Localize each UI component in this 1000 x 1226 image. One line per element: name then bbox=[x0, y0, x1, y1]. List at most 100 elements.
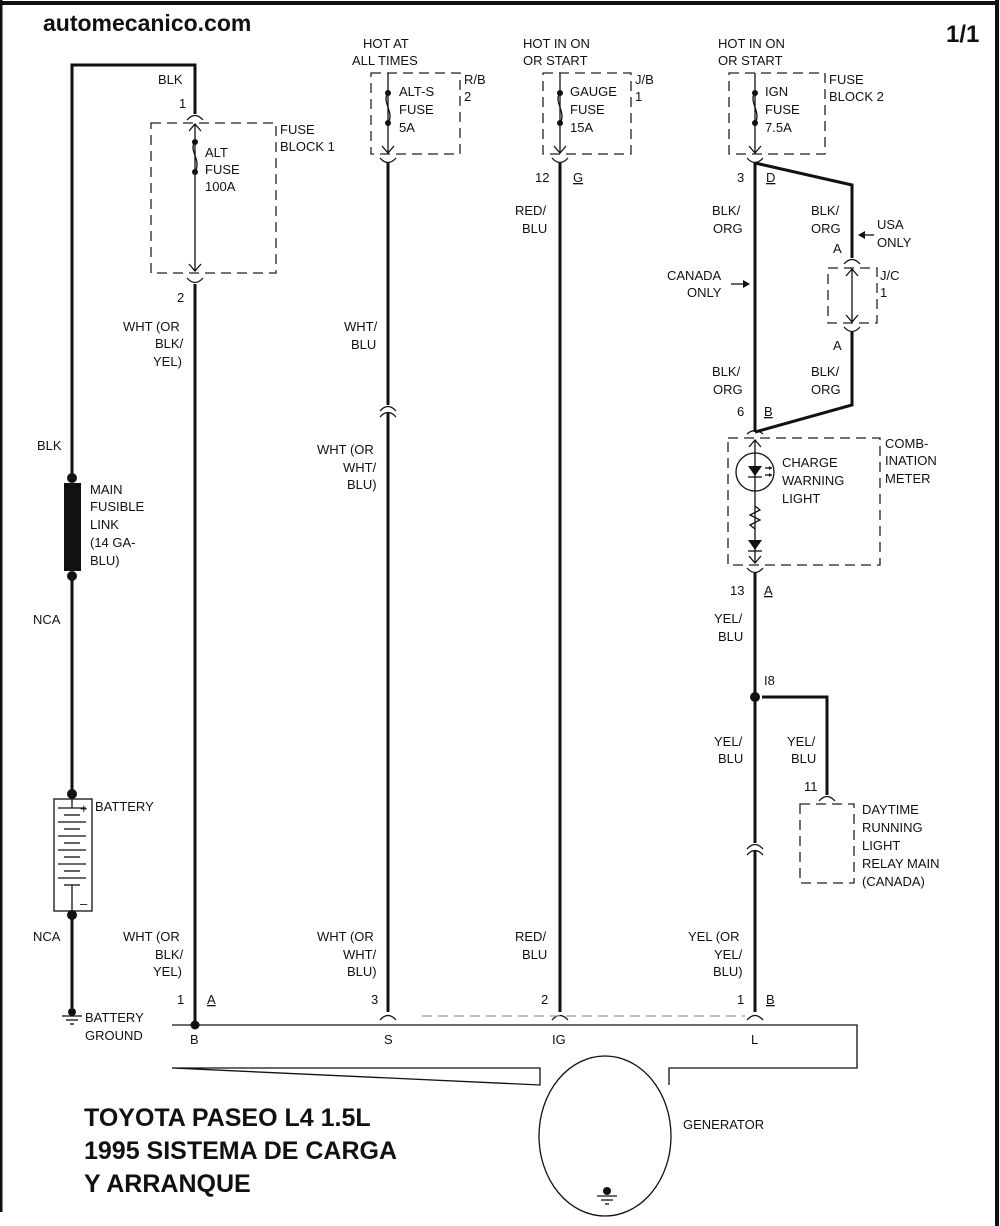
wire-color-l: ORG bbox=[713, 221, 743, 236]
blk-wire-top bbox=[70, 63, 197, 477]
fuse-block-1-pin-in: 1 bbox=[179, 96, 186, 111]
generator-terminal-block bbox=[171, 1024, 858, 1086]
jc-pin-top: A bbox=[833, 241, 842, 256]
fb2-pin-number: 3 bbox=[737, 170, 744, 185]
gen-pin-ig-number: 2 bbox=[541, 992, 548, 1007]
usa-only-label: USA bbox=[877, 217, 904, 232]
gen-pin-b-connector: A bbox=[207, 992, 216, 1007]
wire-color-l: ORG bbox=[713, 382, 743, 397]
alt-s-fuse-label: ALT-S bbox=[399, 84, 434, 99]
meter-pin-out: 13 bbox=[730, 583, 744, 598]
fusible-link-terminal bbox=[67, 473, 77, 483]
power-source-label: HOT IN ON bbox=[523, 36, 590, 51]
arrow-icon bbox=[188, 263, 202, 272]
power-source-label: ALL TIMES bbox=[352, 53, 418, 68]
diagram-title-line2: 1995 SISTEMA DE CARGA bbox=[84, 1137, 397, 1165]
wire-color-ig: RED/ bbox=[515, 929, 546, 944]
connector-cap bbox=[843, 258, 861, 265]
fuse-terminal-dot bbox=[752, 90, 758, 96]
connector-cap bbox=[746, 429, 764, 435]
fusible-link-label: MAIN bbox=[90, 482, 123, 497]
usa-only-label: ONLY bbox=[877, 235, 912, 250]
gen-pin-b-number: 1 bbox=[177, 992, 184, 1007]
wire-color-s: WHT (OR bbox=[317, 929, 374, 944]
connector-cap bbox=[379, 1014, 397, 1021]
wire-color-blk-top: BLK bbox=[158, 72, 183, 87]
relay-block-2-outline bbox=[370, 72, 461, 155]
drl-relay-name: RELAY MAIN bbox=[862, 856, 940, 871]
terminal-s: S bbox=[384, 1032, 393, 1047]
connector-cap bbox=[843, 326, 861, 333]
battery-label: BATTERY bbox=[95, 799, 154, 814]
fuse-block-2-name: BLOCK 2 bbox=[829, 89, 884, 104]
alt-fuse-label: ALT bbox=[205, 145, 228, 160]
alt-fuse-label: FUSE bbox=[205, 162, 240, 177]
relay-block-name: 2 bbox=[464, 89, 471, 104]
power-source-label: OR START bbox=[523, 53, 588, 68]
arrow-icon bbox=[748, 555, 762, 564]
drl-relay-pin: 11 bbox=[804, 779, 818, 794]
drl-relay-name: LIGHT bbox=[862, 838, 900, 853]
gauge-fuse-label: FUSE bbox=[570, 102, 605, 117]
battery-ground-label: BATTERY bbox=[85, 1010, 144, 1025]
ig-terminal-circuit: HOT IN ON OR START J/B 1 GAUGE FUSE 15A … bbox=[515, 36, 654, 1021]
resistor-icon bbox=[748, 505, 762, 530]
battery-icon bbox=[53, 798, 93, 912]
connector-cap bbox=[186, 114, 204, 121]
drl-branch-wire bbox=[762, 695, 829, 795]
wire-color-l: ORG bbox=[811, 382, 841, 397]
wire-color-l: BLK/ bbox=[712, 203, 741, 218]
connector-cap bbox=[379, 157, 397, 164]
wire-color-s: BLU bbox=[351, 337, 376, 352]
generator-body-icon bbox=[538, 1055, 672, 1217]
page-number: 1/1 bbox=[946, 21, 979, 48]
meter-connector-out: A bbox=[764, 583, 773, 598]
fuse-terminal-dot bbox=[557, 90, 563, 96]
connector-cap bbox=[746, 567, 764, 574]
arrow-icon bbox=[845, 268, 859, 277]
alt-fuse-rating: 100A bbox=[205, 179, 236, 194]
brand-logo: automecanico.com bbox=[43, 10, 251, 36]
charge-warning-light-label: CHARGE bbox=[782, 455, 838, 470]
battery-plus: + bbox=[80, 801, 88, 816]
fusible-link-icon bbox=[64, 483, 81, 571]
power-source-label: HOT IN ON bbox=[718, 36, 785, 51]
meter-connector-in: B bbox=[764, 404, 773, 419]
alt-s-fuse-label: FUSE bbox=[399, 102, 434, 117]
terminal-b: B bbox=[190, 1032, 199, 1047]
s-terminal-circuit: HOT AT ALL TIMES R/B 2 ALT-S FUSE 5A WHT… bbox=[317, 36, 486, 1021]
fusible-link-label: FUSIBLE bbox=[90, 499, 145, 514]
wire-color-s: WHT (OR bbox=[317, 442, 374, 457]
drl-relay-outline bbox=[799, 803, 855, 884]
connector-cap bbox=[746, 1014, 764, 1021]
canada-only-label: CANADA bbox=[667, 268, 722, 283]
fuse-terminal-dot bbox=[557, 120, 563, 126]
wire-color-l: BLU bbox=[718, 629, 743, 644]
arrow-icon bbox=[858, 231, 865, 239]
drl-relay-name: (CANADA) bbox=[862, 874, 925, 889]
wire-color-l: YEL/ bbox=[714, 947, 743, 962]
fuse-terminal-dot bbox=[752, 120, 758, 126]
wire-color-l: BLK/ bbox=[811, 203, 840, 218]
wire-color-s: WHT/ bbox=[343, 947, 377, 962]
wire-color-s: WHT/ bbox=[343, 460, 377, 475]
inline-connector bbox=[746, 843, 764, 850]
wire-color-ig: BLU bbox=[522, 221, 547, 236]
wire-color-b: WHT (OR bbox=[123, 319, 180, 334]
charge-warning-light-label: WARNING bbox=[782, 473, 844, 488]
l-terminal-circuit: HOT IN ON OR START FUSE BLOCK 2 IGN FUSE… bbox=[667, 36, 940, 1021]
gauge-fuse-label: GAUGE bbox=[570, 84, 617, 99]
diagram-title-line1: TOYOTA PASEO L4 1.5L bbox=[84, 1104, 371, 1132]
splice-label: I8 bbox=[764, 673, 775, 688]
fuse-block-1-name: FUSE bbox=[280, 122, 315, 137]
battery-ground-label: GROUND bbox=[85, 1028, 143, 1043]
connector-cap bbox=[551, 157, 569, 164]
power-source-label: OR START bbox=[718, 53, 783, 68]
fb2-connector: D bbox=[766, 170, 775, 185]
wire-color-b: BLK/ bbox=[155, 336, 184, 351]
relay-block-name: R/B bbox=[464, 72, 486, 87]
wire-color-l: YEL (OR bbox=[688, 929, 740, 944]
ground-icon bbox=[62, 1008, 82, 1025]
combination-meter-name: COMB- bbox=[885, 436, 928, 451]
diagram-title-line3: Y ARRANQUE bbox=[84, 1170, 251, 1198]
